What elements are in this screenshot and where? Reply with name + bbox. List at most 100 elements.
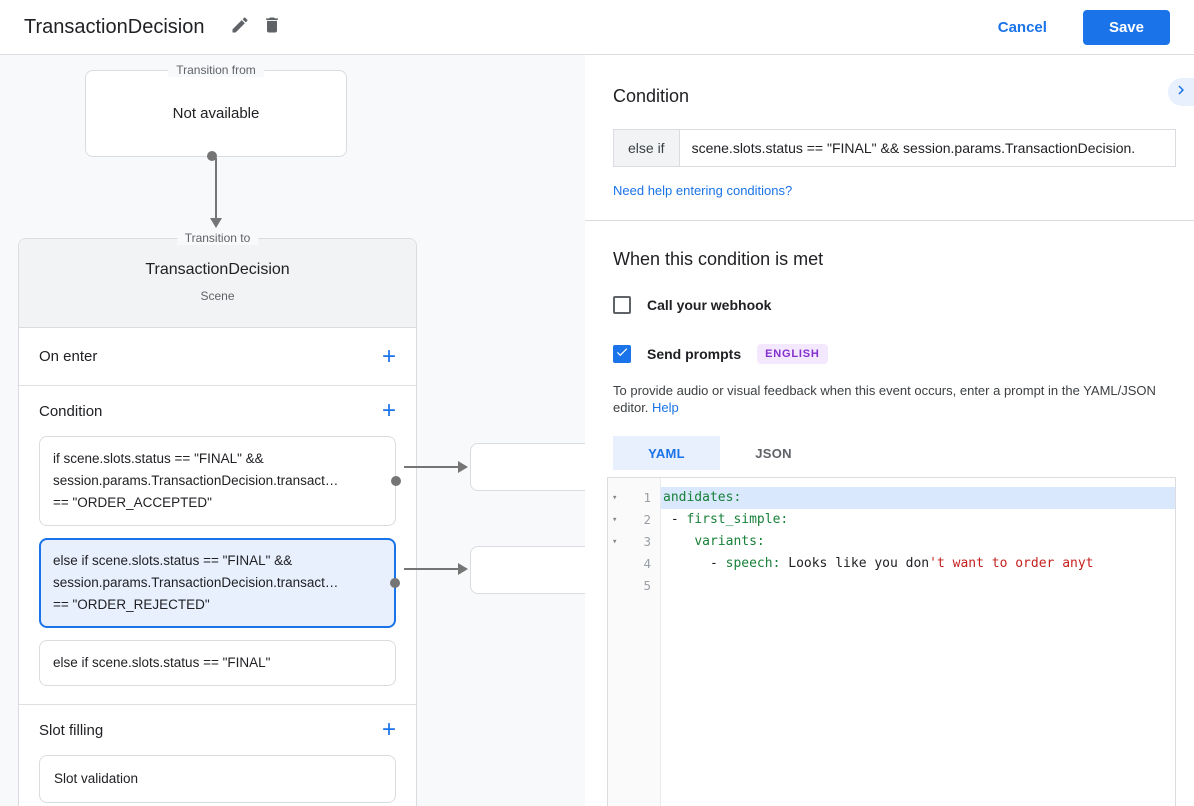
transition-from-legend: Transition from	[168, 63, 264, 77]
transition-arrow-line	[404, 466, 460, 468]
code-line: - first_simple:	[661, 509, 1175, 531]
scene-card-header: TransactionDecision Scene	[19, 239, 416, 328]
language-badge: ENGLISH	[757, 344, 828, 364]
send-prompts-label: Send prompts	[647, 346, 742, 362]
line-number: 5	[643, 578, 651, 593]
on-enter-header: On enter +	[19, 328, 416, 385]
condition-help-link[interactable]: Need help entering conditions?	[613, 183, 793, 198]
connector-dot	[207, 151, 217, 161]
on-enter-label: On enter	[39, 348, 98, 365]
header-actions: Cancel Save	[997, 9, 1170, 45]
connector-dot	[390, 578, 400, 588]
tab-yaml[interactable]: YAML	[613, 436, 720, 470]
condition-text-line: else if scene.slots.status == "FINAL" &&	[53, 553, 293, 568]
condition-input-row: else if	[613, 129, 1176, 167]
transition-from-value: Not available	[172, 105, 260, 122]
pencil-icon	[230, 15, 250, 40]
gutter-row: ▾ 3	[608, 531, 660, 553]
code-line: variants:	[661, 531, 1175, 553]
add-on-enter-button[interactable]: +	[381, 342, 396, 370]
save-button[interactable]: Save	[1082, 9, 1170, 45]
condition-text-line: == "ORDER_REJECTED"	[53, 597, 210, 612]
condition-text-line: if scene.slots.status == "FINAL" &&	[53, 451, 264, 466]
add-condition-button[interactable]: +	[381, 397, 396, 424]
panel-divider	[585, 220, 1194, 221]
editor-gutter: ▾ 1 ▾ 2 ▾ 3 4 5	[608, 478, 661, 806]
webhook-row: Call your webhook	[613, 296, 1176, 314]
code-token: speech:	[725, 556, 781, 571]
main-area: Transition from Not available Transition…	[0, 55, 1194, 806]
scene-card: Transition to TransactionDecision Scene …	[18, 231, 417, 806]
gutter-row: ▾ 2	[608, 509, 660, 531]
condition-text-line: == "ORDER_ACCEPTED"	[53, 495, 212, 510]
slot-filling-section: Slot filling + Slot validation	[19, 705, 416, 806]
condition-item-final[interactable]: else if scene.slots.status == "FINAL"	[39, 640, 396, 686]
line-number: 4	[643, 556, 651, 571]
condition-item-accepted[interactable]: if scene.slots.status == "FINAL" && sess…	[39, 436, 401, 526]
fold-arrow-icon[interactable]: ▾	[612, 493, 618, 503]
condition-expression-input[interactable]	[678, 129, 1176, 167]
editor-tabs: YAML JSON	[613, 436, 1176, 470]
delete-scene-button[interactable]	[256, 11, 288, 43]
send-prompts-row: Send prompts ENGLISH	[613, 344, 1176, 364]
condition-met-title: When this condition is met	[613, 249, 824, 269]
condition-item-rejected-selected[interactable]: else if scene.slots.status == "FINAL" &&…	[39, 538, 400, 628]
flow-arrow-line	[215, 158, 217, 218]
transition-target-node[interactable]	[470, 546, 585, 594]
code-token: Looks like you don	[780, 556, 930, 571]
condition-prefix-label: else if	[613, 129, 680, 167]
cancel-button[interactable]: Cancel	[997, 18, 1047, 36]
transition-arrow-head	[458, 563, 468, 575]
edit-scene-button[interactable]	[224, 11, 256, 43]
transition-target-node[interactable]	[470, 443, 585, 491]
code-token	[663, 534, 694, 549]
gutter-row: 5	[608, 575, 660, 597]
code-token: 't want to order anyt	[929, 556, 1094, 571]
slot-validation-item[interactable]: Slot validation	[39, 755, 396, 803]
tab-json[interactable]: JSON	[755, 445, 792, 461]
panel-title: Condition	[613, 86, 690, 106]
code-token: variants:	[694, 534, 765, 549]
scene-card-subtitle: Scene	[200, 289, 235, 303]
code-token: first_simple:	[686, 512, 789, 527]
code-area[interactable]: andidates: - first_simple: variants: - s…	[661, 478, 1175, 806]
help-link[interactable]: Help	[652, 400, 679, 415]
gutter-row: 4	[608, 553, 660, 575]
send-prompts-checkbox[interactable]	[613, 345, 631, 363]
trash-icon	[262, 15, 282, 40]
yaml-editor: ▾ 1 ▾ 2 ▾ 3 4 5 andidates:	[607, 477, 1176, 806]
checkmark-icon	[615, 345, 629, 364]
call-webhook-label: Call your webhook	[647, 297, 772, 313]
fold-arrow-icon[interactable]: ▾	[612, 515, 618, 525]
transition-arrow-line	[404, 568, 460, 570]
prompt-description-text: To provide audio or visual feedback when…	[613, 383, 1156, 415]
prompt-description: To provide audio or visual feedback when…	[613, 382, 1171, 416]
flow-arrow-head	[210, 218, 222, 228]
line-number: 2	[643, 512, 651, 527]
transition-arrow-head	[458, 461, 468, 473]
scene-flow-canvas: Transition from Not available Transition…	[0, 55, 585, 806]
line-number: 1	[643, 490, 651, 505]
transition-from-node: Transition from Not available	[85, 63, 347, 161]
condition-text-line: session.params.TransactionDecision.trans…	[53, 575, 339, 590]
collapse-panel-button[interactable]	[1168, 78, 1194, 106]
condition-text-line: session.params.TransactionDecision.trans…	[53, 473, 339, 488]
slot-filling-header: Slot filling +	[19, 705, 416, 755]
condition-section: Condition + if scene.slots.status == "FI…	[19, 386, 416, 705]
code-line: - speech: Looks like you don't want to o…	[661, 553, 1175, 575]
code-line: andidates:	[661, 487, 1175, 509]
page-title: TransactionDecision	[24, 15, 205, 38]
call-webhook-checkbox[interactable]	[613, 296, 631, 314]
connector-dot	[391, 476, 401, 486]
code-token: andidates:	[663, 490, 742, 505]
fold-arrow-icon[interactable]: ▾	[612, 537, 618, 547]
add-slot-button[interactable]: +	[381, 716, 396, 743]
code-line	[661, 575, 1175, 597]
top-bar: TransactionDecision Cancel Save	[0, 0, 1194, 55]
code-token: -	[663, 556, 726, 571]
condition-detail-panel: Condition else if Need help entering con…	[585, 55, 1194, 806]
gutter-row: ▾ 1	[608, 487, 660, 509]
code-token: -	[663, 512, 687, 527]
slot-filling-label: Slot filling	[39, 721, 104, 739]
scene-card-title: TransactionDecision	[145, 261, 290, 278]
